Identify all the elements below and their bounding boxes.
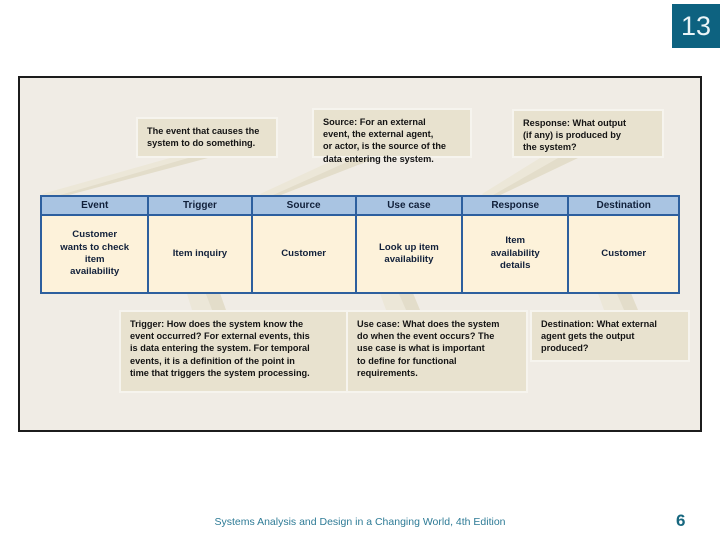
callout-destination: Destination: What external agent gets th… (530, 310, 690, 362)
slide-number-text: 13 (680, 10, 712, 41)
column-header-response[interactable]: Response (461, 195, 570, 216)
slide-number-badge: 13 (672, 4, 720, 48)
footer-page-number: 6 (676, 511, 686, 530)
callout-event: The event that causes the system to do s… (136, 117, 278, 158)
callout-trigger-text: Trigger: How does the system know the ev… (130, 319, 310, 378)
callout-use-case: Use case: What does the system do when t… (346, 310, 528, 393)
callout-source: Source: For an external event, the exter… (312, 108, 472, 164)
cell-trigger: Item inquiry (147, 214, 253, 294)
callout-trigger: Trigger: How does the system know the ev… (119, 310, 348, 393)
cell-event-text: Customer wants to check item availabilit… (60, 229, 130, 278)
cell-event: Customer wants to check item availabilit… (39, 214, 150, 294)
column-header-use-case[interactable]: Use case (354, 195, 464, 216)
tail-response-2 (486, 158, 578, 200)
callout-response: Response: What output (if any) is produc… (512, 109, 664, 158)
column-header-trigger[interactable]: Trigger (147, 195, 253, 216)
cell-source-text: Customer (281, 247, 327, 259)
callout-destination-text: Destination: What external agent gets th… (541, 319, 657, 354)
table-row: Customer wants to check item availabilit… (39, 214, 680, 294)
callout-response-text: Response: What output (if any) is produc… (523, 118, 627, 153)
callout-event-text: The event that causes the system to do s… (147, 126, 260, 149)
figure-frame: The event that causes the system to do s… (18, 76, 702, 432)
footer-book-title: Systems Analysis and Design in a Changin… (214, 516, 506, 528)
table-header-row: Event Trigger Source Use case Response D… (39, 195, 680, 216)
cell-use-case-text: Look up item availability (379, 241, 439, 265)
tail-event (42, 158, 188, 199)
column-header-destination[interactable]: Destination (567, 195, 680, 216)
event-table: Event Trigger Source Use case Response D… (39, 195, 680, 294)
cell-response: Item availability details (461, 214, 570, 294)
cell-source: Customer (250, 214, 357, 294)
column-header-event[interactable]: Event (39, 195, 150, 216)
column-header-source[interactable]: Source (250, 195, 357, 216)
cell-destination: Customer (567, 214, 680, 294)
figure-inner: The event that causes the system to do s… (20, 78, 700, 430)
callout-use-case-text: Use case: What does the system do when t… (357, 319, 500, 378)
callout-source-text: Source: For an external event, the exter… (323, 117, 447, 164)
cell-use-case: Look up item availability (354, 214, 464, 294)
cell-response-text: Item availability details (490, 235, 540, 272)
cell-trigger-text: Item inquiry (172, 247, 228, 259)
tail-event-2 (46, 158, 208, 200)
cell-destination-text: Customer (601, 247, 647, 259)
tail-response (482, 158, 558, 199)
